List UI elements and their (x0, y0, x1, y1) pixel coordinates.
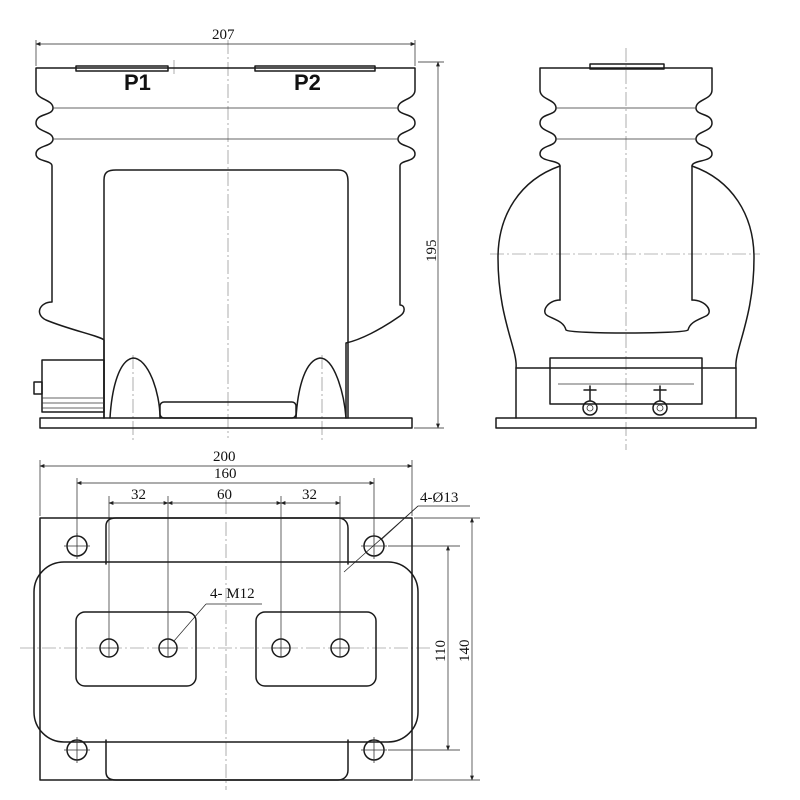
dim-base-width-200: 200 (39, 449, 413, 516)
plan-pad-p1 (75, 611, 197, 687)
callout-mounting-holes: 4-Ø13 (343, 490, 470, 573)
svg-text:195: 195 (424, 240, 440, 263)
front-center-block (159, 401, 297, 419)
svg-text:140: 140 (457, 640, 473, 663)
side-round-tank (497, 165, 755, 419)
plan-pad-p2 (255, 611, 377, 687)
side-base-plate (495, 417, 757, 429)
plan-main-body (33, 561, 419, 743)
dim-bolt-row-110: 110 (388, 545, 460, 751)
svg-text:4-Ø13: 4-Ø13 (420, 490, 458, 506)
front-foot-right (295, 357, 347, 419)
front-foot-left (109, 357, 161, 419)
front-head-body (35, 67, 416, 419)
svg-text:110: 110 (433, 640, 449, 662)
side-view (490, 48, 760, 450)
side-head (539, 67, 713, 301)
svg-text:160: 160 (214, 466, 237, 482)
terminal-label-p2: P2 (294, 70, 321, 95)
plan-view: 200 160 32 60 32 110 (20, 449, 480, 790)
plan-tab-top (105, 517, 349, 565)
terminal-label-p1: P1 (124, 70, 151, 95)
plan-tab-bottom (105, 739, 349, 781)
dim-stud-pitch: 32 60 32 (108, 487, 341, 639)
svg-text:207: 207 (212, 27, 235, 43)
dim-base-depth-140: 140 (414, 517, 480, 781)
svg-text:32: 32 (131, 487, 146, 503)
dim-height-195: 195 (414, 61, 444, 429)
svg-text:200: 200 (213, 449, 236, 465)
callout-studs: 4- M12 (173, 586, 262, 642)
side-terminal-box (549, 357, 703, 416)
svg-text:60: 60 (217, 487, 232, 503)
dim-width-207: 207 (35, 27, 416, 66)
svg-text:32: 32 (302, 487, 317, 503)
front-core-window (103, 169, 349, 419)
dim-bolt-span-160: 160 (76, 466, 375, 536)
secondary-terminal-box (33, 359, 105, 413)
front-base-plate (39, 417, 413, 429)
svg-text:4- M12: 4- M12 (210, 586, 255, 602)
front-view: P1 P2 207 195 (33, 27, 444, 440)
side-lower-shed (544, 299, 710, 334)
side-terminal-plate (589, 63, 665, 70)
